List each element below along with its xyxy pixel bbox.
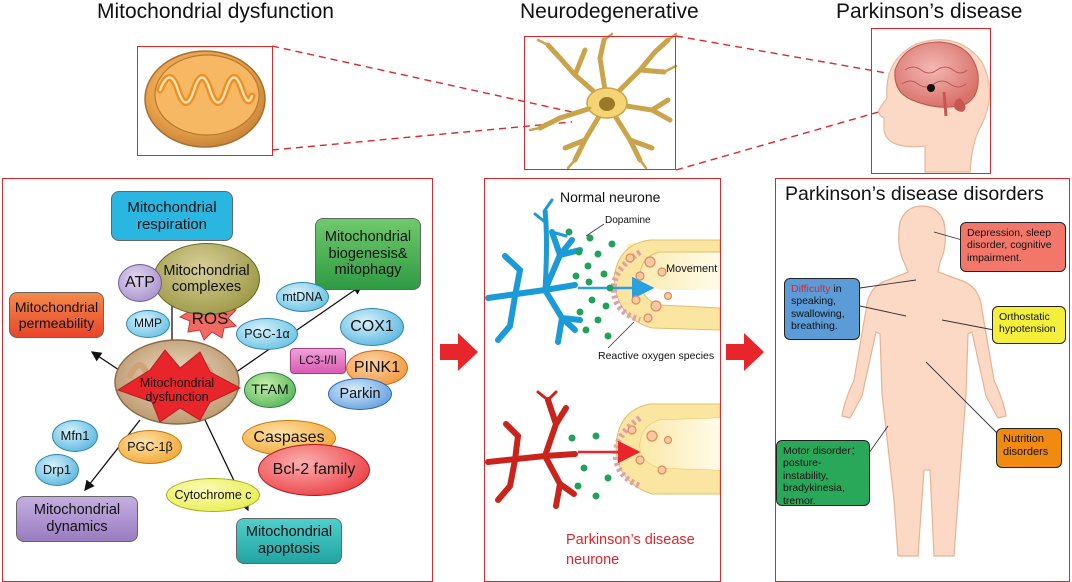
mitochondrial-apoptosis-box: Mitochondrial apoptosis (236, 518, 342, 564)
dashed-connectors (271, 35, 939, 171)
title-neurodegenerative: Neurodegenerative (520, 0, 699, 23)
ros-label-middle: Reactive oxygen species (598, 350, 715, 362)
pgc1a-bubble: PGC-1α (236, 318, 298, 350)
ros-label: ROS (191, 309, 229, 329)
vesicles (625, 253, 673, 475)
depression-box: Depression, sleep disorder, cognitive im… (960, 222, 1066, 272)
human-body-illustration (841, 205, 1007, 557)
pd-neurone-label-line2: neurone (566, 552, 620, 568)
difficulty-box: Difficulty in speaking, swallowing, brea… (784, 278, 860, 340)
lc3-box: LC3-I/II (290, 348, 346, 374)
neuron-illustration (528, 32, 678, 170)
middle-panel-frame (484, 178, 721, 582)
difficulty-word: Difficulty (791, 283, 831, 295)
mitochondrion-frame (137, 46, 273, 156)
mitochondrial-biogenesis-box: Mitochondrial biogenesis& mitophagy (315, 218, 421, 290)
mitochondrial-respiration-box: Mitochondrial respiration (111, 191, 233, 241)
big-red-arrows (440, 333, 764, 371)
title-parkinsons-disease: Parkinson’s disease (836, 0, 1023, 23)
orthostatic-hypotension-box: Orthostatic hypotension (992, 306, 1066, 344)
mfn1-bubble: Mfn1 (52, 420, 98, 452)
mitochondrion-illustration (144, 50, 266, 148)
dopamine-pointer (585, 223, 605, 237)
movement-label: Movement (666, 263, 718, 275)
dopamine-molecules (565, 228, 616, 500)
pgc1b-bubble: PGC-1β (118, 430, 182, 464)
head-frame (871, 28, 991, 174)
difficulty-rest: in speaking, swallowing, breathing. (791, 283, 845, 333)
ros-pointer (607, 321, 635, 349)
tfam-bubble: TFAM (244, 372, 296, 408)
cox1-bubble: COX1 (340, 308, 404, 346)
bcl2-bubble: Bcl-2 family (258, 444, 370, 496)
mitochondrial-complexes-bubble: Mitochondrial complexes (153, 243, 260, 315)
mitochondrial-dynamics-box: Mitochondrial dynamics (16, 496, 138, 542)
atp-bubble: ATP (118, 264, 162, 302)
mitochondrial-permeability-box: Mitochondrial permeability (9, 292, 104, 338)
title-mitochondrial-dysfunction: Mitochondrial dysfunction (97, 0, 334, 23)
pd-neurone-diagram (485, 390, 721, 509)
normal-neurone-label: Normal neurone (560, 189, 661, 205)
mtdna-bubble: mtDNA (276, 282, 329, 312)
pd-disorders-title: Parkinson’s disease disorders (785, 183, 1044, 205)
nutrition-disorders-box: Nutrition disorders (996, 428, 1062, 468)
pd-neurone-label-line1: Parkinson’s disease (566, 532, 695, 548)
head-illustration (878, 39, 991, 173)
drp1-bubble: Drp1 (35, 454, 79, 486)
parkin-bubble: Parkin (328, 378, 392, 410)
center-dysfunction-label: Mitochondrial dysfunction (139, 376, 215, 404)
dopamine-label: Dopamine (605, 215, 651, 226)
cytochrome-c-bubble: Cytochrome c (166, 478, 260, 512)
center-mitochondrion (114, 339, 242, 425)
mmp-bubble: MMP (126, 310, 170, 338)
motor-disorder-box: Motor disorder： posture-instability, bra… (776, 440, 870, 507)
neuron-frame (524, 36, 676, 170)
